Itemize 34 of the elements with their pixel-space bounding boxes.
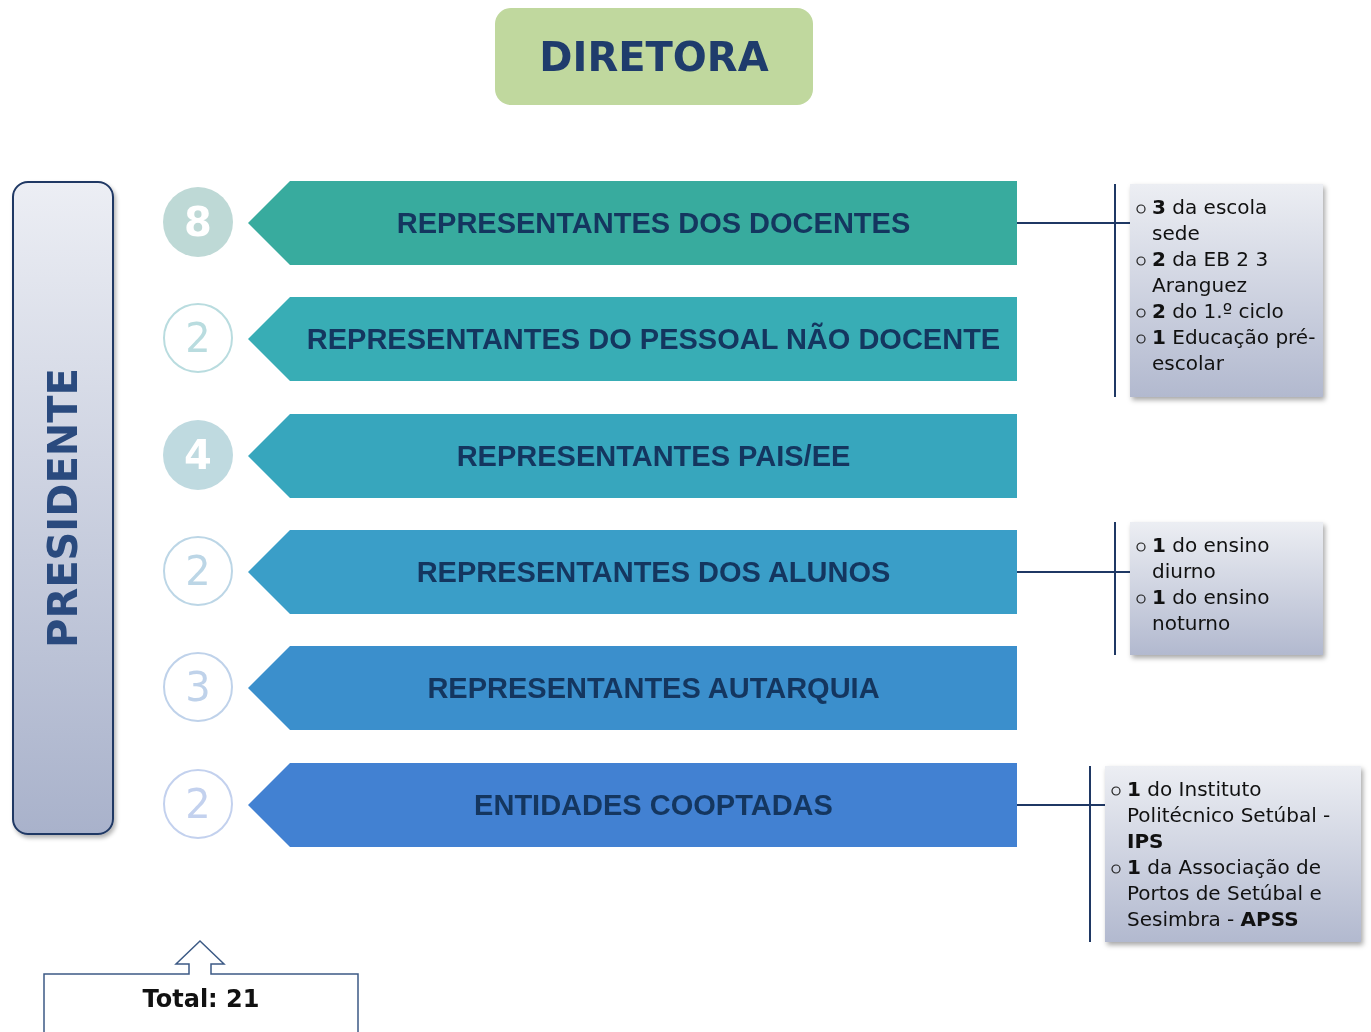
connector-line bbox=[1016, 222, 1131, 224]
band-label: REPRESENTANTES PAIS/EE bbox=[456, 439, 851, 473]
count-number: 8 bbox=[184, 199, 212, 245]
band-label: REPRESENTANTES DO PESSOAL NÃO DOCENTE bbox=[306, 322, 1001, 356]
role-label: DIRETORA bbox=[539, 33, 769, 80]
count-number: 4 bbox=[184, 432, 212, 478]
note-item: 1 do ensino noturno bbox=[1152, 584, 1271, 636]
note-item: 2 do 1.º ciclo bbox=[1152, 298, 1284, 324]
note-item: 1 da Associação de Portos de Setúbal e Sesimbra - APSS bbox=[1127, 854, 1323, 932]
arrow-band bbox=[248, 646, 1017, 730]
note-item: 1 Educação pré-escolar bbox=[1152, 324, 1317, 376]
note-card bbox=[1105, 766, 1361, 942]
band-label: REPRESENTANTES AUTARQUIA bbox=[427, 671, 880, 705]
total-label: Total: 21 bbox=[142, 985, 260, 1013]
connector-line bbox=[1016, 804, 1106, 806]
role-label: PRESIDENTE bbox=[40, 368, 86, 648]
title-box bbox=[495, 8, 813, 105]
count-number: 2 bbox=[185, 315, 211, 361]
band-label: REPRESENTANTES DOS ALUNOS bbox=[416, 555, 891, 589]
arrow-band bbox=[248, 181, 1017, 265]
count-number: 3 bbox=[185, 664, 211, 710]
arrow-band bbox=[248, 763, 1017, 847]
arrow-band bbox=[248, 297, 1017, 381]
band-label: REPRESENTANTES DOS DOCENTES bbox=[396, 206, 911, 240]
count-number: 2 bbox=[185, 781, 211, 827]
connector-line bbox=[1016, 571, 1131, 573]
total-callout bbox=[44, 941, 358, 1032]
arrow-band bbox=[248, 530, 1017, 614]
president-bar bbox=[12, 181, 114, 835]
count-number: 2 bbox=[185, 548, 211, 594]
note-card bbox=[1130, 522, 1323, 655]
arrow-band bbox=[248, 414, 1017, 498]
band-label: ENTIDADES COOPTADAS bbox=[474, 788, 833, 822]
note-card bbox=[1130, 184, 1323, 397]
